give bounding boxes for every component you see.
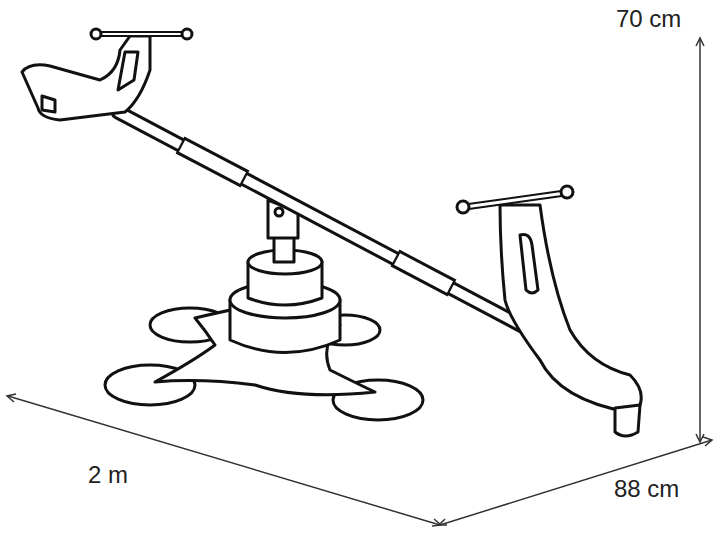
width-dimension-line bbox=[440, 440, 712, 525]
left-seat bbox=[22, 29, 192, 120]
right-seat bbox=[457, 186, 641, 436]
dimension-label: 70 cm bbox=[614, 6, 683, 32]
dimension-label: 2 m bbox=[86, 462, 130, 488]
dimension-label: 88 cm bbox=[612, 476, 681, 502]
seesaw-base bbox=[105, 200, 423, 420]
height-dimension-line bbox=[699, 40, 701, 440]
seesaw-bar bbox=[118, 112, 545, 338]
